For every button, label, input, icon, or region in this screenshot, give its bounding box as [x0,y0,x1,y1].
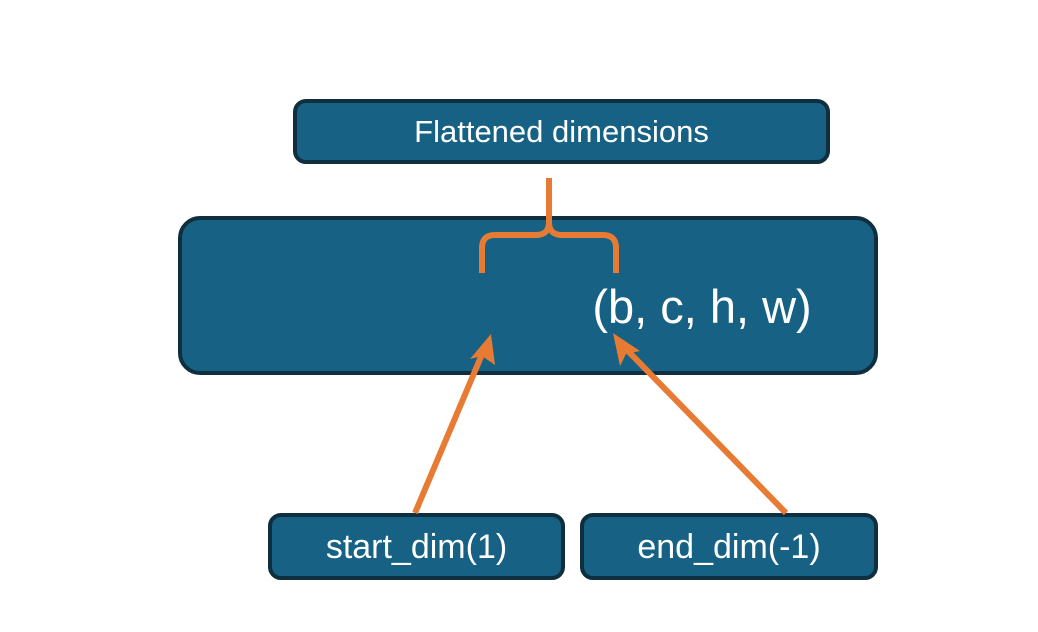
end-dim-label: end_dim(-1) [637,527,821,566]
tensor-shape-box: (b, c, h, w) [178,216,878,375]
start-dim-arrow-line [412,350,486,515]
tensor-shape-label: (b, c, h, w) [592,280,812,333]
flattened-dimensions-box: Flattened dimensions [293,99,830,164]
start-dim-box: start_dim(1) [268,513,565,580]
start-dim-label: start_dim(1) [325,527,508,566]
end-dim-box: end_dim(-1) [580,513,878,580]
flattened-dimensions-label: Flattened dimensions [414,114,709,149]
